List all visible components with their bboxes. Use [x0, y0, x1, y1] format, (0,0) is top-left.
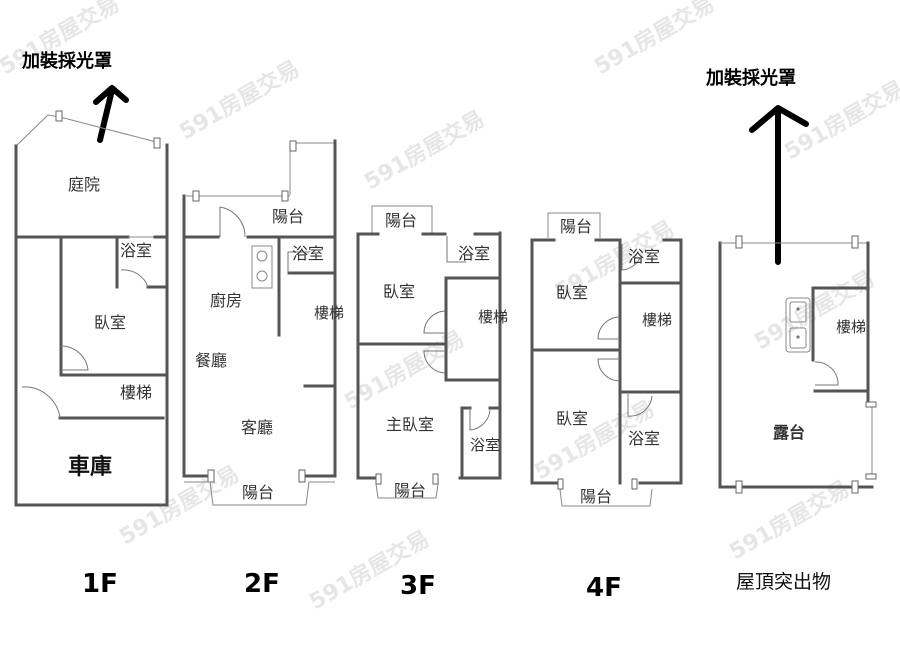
room-terrace: 露台	[773, 423, 805, 442]
door-icon	[423, 310, 447, 334]
courtyard-canopy-line	[15, 114, 161, 147]
door-icon	[219, 206, 246, 238]
door-icon	[423, 350, 447, 374]
room-kitchen: 廚房	[210, 291, 242, 310]
room-stairs: 樓梯	[836, 318, 866, 336]
door-icon	[469, 408, 491, 431]
floor-plan-2f: 陽台 浴室 廚房 樓梯 餐廳 客廳 陽台 2F	[182, 139, 344, 599]
1f-outer-wall	[14, 143, 169, 507]
floor-label-4f: 4F	[586, 573, 622, 603]
room-courtyard: 庭院	[68, 175, 100, 194]
door-icon	[21, 386, 61, 419]
room-balcony-top: 陽台	[272, 207, 304, 226]
floor-plan-3f: 陽台 浴室 臥室 樓梯 主臥室 浴室 陽台 3F	[356, 205, 508, 601]
floor-label-rooftop: 屋頂突出物	[736, 571, 831, 593]
room-balcony-bottom: 陽台	[580, 487, 612, 506]
door-icon	[60, 345, 89, 371]
svg-text:591房屋交易: 591房屋交易	[590, 0, 719, 80]
door-icon	[597, 358, 621, 382]
room-living: 客廳	[241, 418, 273, 437]
stove-icon	[251, 245, 273, 289]
svg-text:591房屋交易: 591房屋交易	[725, 476, 854, 565]
room-bathroom-top: 浴室	[628, 247, 660, 266]
room-balcony-bottom: 陽台	[242, 483, 274, 502]
floor-label-1f: 1F	[82, 569, 118, 599]
skylight-note-right: 加裝採光罩	[705, 67, 796, 89]
room-bedroom-top: 臥室	[556, 283, 588, 302]
sink-icon	[785, 297, 811, 353]
door-icon	[120, 269, 149, 288]
floor-label-2f: 2F	[244, 569, 280, 599]
room-bathroom: 浴室	[292, 244, 324, 263]
room-master-bedroom: 主臥室	[386, 415, 434, 434]
room-master-bath: 浴室	[470, 436, 500, 454]
watermarks: 591房屋交易 591房屋交易 591房屋交易 591房屋交易 591房屋交易 …	[0, 0, 900, 615]
room-bedroom: 臥室	[94, 313, 126, 332]
room-bathroom: 浴室	[120, 241, 152, 260]
room-dining: 餐廳	[195, 351, 227, 370]
door-icon	[814, 361, 839, 386]
room-bathroom-bottom: 浴室	[628, 429, 660, 448]
floor-label-3f: 3F	[400, 571, 436, 601]
room-garage: 車庫	[68, 454, 112, 480]
room-balcony-top: 陽台	[385, 211, 417, 230]
door-icon	[597, 316, 621, 340]
floor-plan-1f: 加裝採光罩 庭院 浴室 臥室 樓梯 車庫 1F	[14, 50, 169, 599]
room-balcony-bottom: 陽台	[394, 481, 426, 500]
room-bedroom: 臥室	[383, 282, 415, 301]
door-icon	[621, 244, 641, 271]
room-bathroom: 浴室	[458, 244, 490, 263]
room-stairs: 樓梯	[478, 308, 508, 326]
skylight-arrow-right-icon	[749, 105, 809, 265]
floor-plan-rooftop: 加裝採光罩 樓梯 露台 屋頂突出物	[705, 67, 877, 593]
room-stairs: 樓梯	[642, 311, 672, 329]
room-bedroom-bottom: 臥室	[556, 409, 588, 428]
door-icon	[287, 251, 310, 273]
door-icon	[446, 236, 466, 263]
room-stairs: 樓梯	[314, 304, 344, 322]
room-balcony-top: 陽台	[560, 217, 592, 236]
floor-plan-4f: 陽台 浴室 臥室 樓梯 臥室 浴室 陽台 4F	[530, 212, 683, 603]
skylight-arrow-left-icon	[93, 85, 129, 143]
svg-text:591房屋交易: 591房屋交易	[360, 106, 489, 195]
svg-text:591房屋交易: 591房屋交易	[175, 56, 304, 145]
room-stairs: 樓梯	[120, 383, 152, 402]
skylight-note-left: 加裝採光罩	[21, 50, 112, 72]
door-icon	[627, 394, 653, 417]
